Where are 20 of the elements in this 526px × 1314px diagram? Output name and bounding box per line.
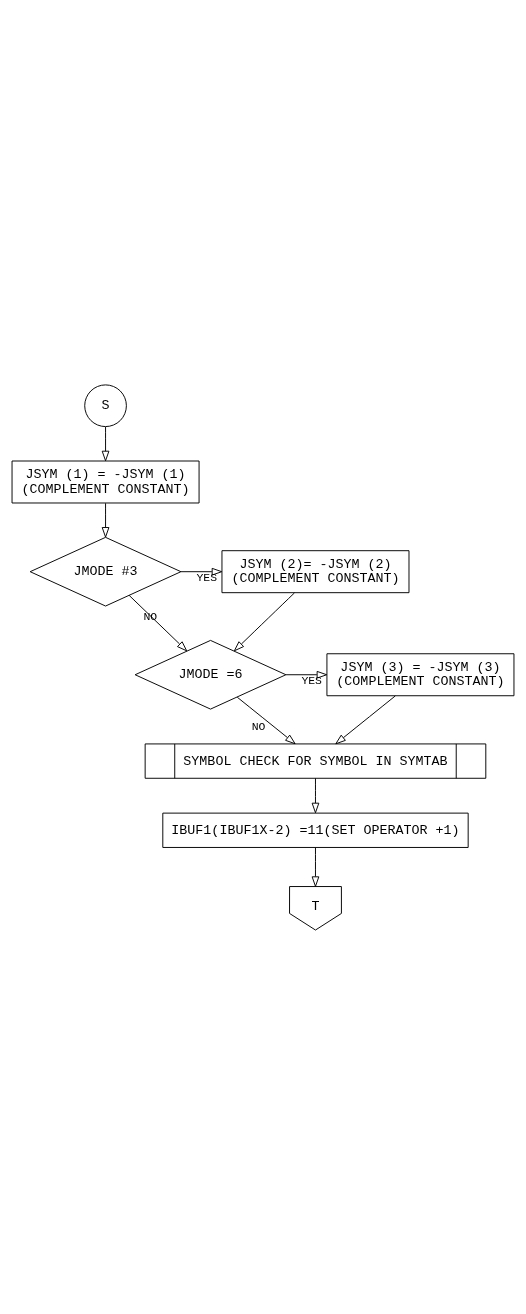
arrow (285, 670, 328, 679)
arrow (236, 696, 296, 744)
node-box: JSYM (2)= -JSYM (2) (COMPLEMENT CONSTANT) (221, 549, 410, 593)
arrow (311, 846, 320, 887)
edge-label: NO (251, 719, 266, 733)
arrow (233, 591, 295, 651)
edge-label: YES (301, 673, 322, 687)
edge-label: NO (143, 609, 158, 623)
node-box: JSYM (3) = -JSYM (3) (COMPLEMENT CONSTANT) (326, 652, 515, 696)
node-box: IBUF1(IBUF1X-2) =11(SET OPERATOR +1) (162, 812, 469, 848)
arrow (101, 426, 110, 461)
arrow (311, 777, 320, 813)
node-diamond: JMODE #3 (29, 536, 182, 606)
edge-label: YES (196, 570, 218, 584)
node-circle: S (84, 383, 127, 427)
arrow (335, 694, 396, 744)
arrow (180, 567, 223, 575)
node-box: JSYM (1) = -JSYM (1) (COMPLEMENT CONSTANT) (11, 460, 200, 503)
arrow (101, 502, 110, 538)
arrow (128, 594, 188, 651)
